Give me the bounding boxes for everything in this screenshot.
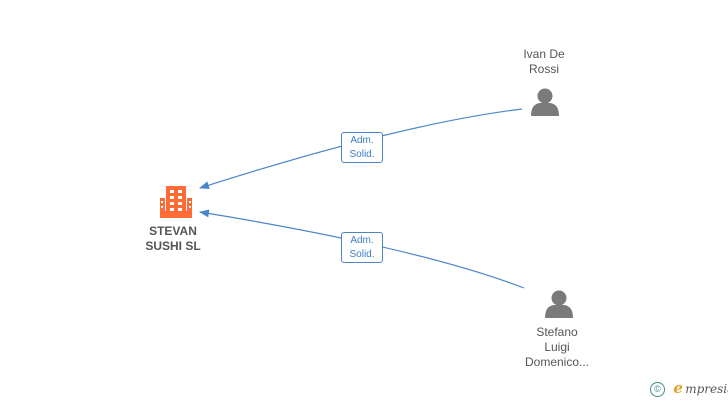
person-icon[interactable] bbox=[545, 290, 573, 319]
copyright-icon: © bbox=[650, 382, 665, 398]
person-name-line: Rossi bbox=[528, 62, 559, 76]
edge-stefano-to-company bbox=[199, 209, 525, 289]
person-name-line: Luigi bbox=[544, 340, 570, 354]
building-icon[interactable] bbox=[160, 186, 192, 218]
person-name-line: Stefano bbox=[536, 325, 578, 339]
person-name-ivan[interactable]: Ivan De Rossi bbox=[500, 47, 588, 77]
person-icon[interactable] bbox=[531, 88, 559, 117]
relation-badge[interactable]: Adm. Solid. bbox=[341, 232, 383, 263]
relation-badge[interactable]: Adm. Solid. bbox=[341, 132, 383, 163]
person-name-line: Domenico... bbox=[524, 355, 590, 369]
person-name-line: Ivan De bbox=[523, 47, 565, 61]
company-name-line: STEVAN bbox=[149, 224, 197, 238]
brand-logo[interactable]: © e mpresia bbox=[650, 379, 728, 398]
relation-label-line: Solid. bbox=[349, 149, 375, 160]
company-name-line: SUSHI SL bbox=[145, 239, 201, 253]
brand-mark: e bbox=[673, 379, 683, 397]
relation-label-line: Solid. bbox=[349, 249, 375, 260]
brand-name: mpresia bbox=[685, 382, 728, 396]
person-name-stefano[interactable]: Stefano Luigi Domenico... bbox=[510, 325, 604, 370]
relation-label-line: Adm. bbox=[350, 135, 374, 146]
company-name[interactable]: STEVAN SUSHI SL bbox=[132, 224, 214, 254]
relation-label-line: Adm. bbox=[350, 235, 374, 246]
